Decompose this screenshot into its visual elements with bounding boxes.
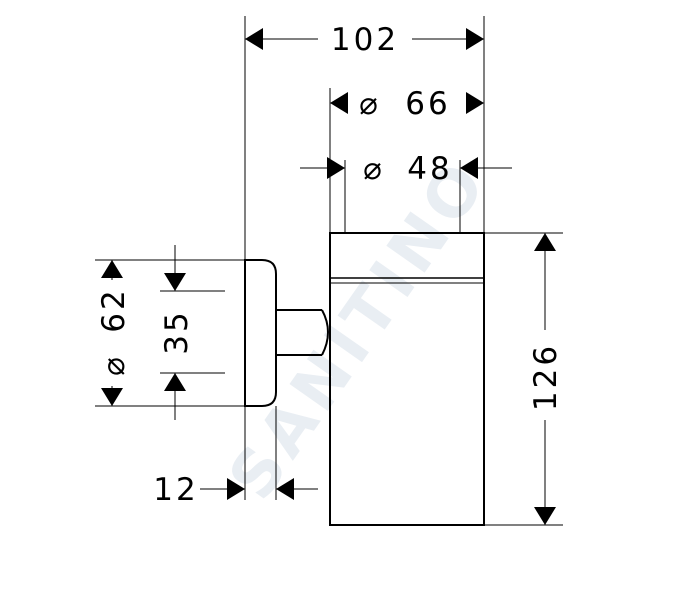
wall-plate — [244, 259, 277, 407]
dim-outer-diameter-label: 66 — [405, 86, 450, 122]
dim-height: 126 — [528, 233, 564, 525]
dim-plate-center: 35 — [159, 245, 195, 420]
dim-plate-depth-label: 12 — [153, 472, 198, 508]
dim-total-width: 102 — [245, 22, 484, 58]
holder-body — [329, 232, 485, 526]
dim-height-label: 126 — [528, 343, 564, 411]
dim-plate-depth: 12 — [153, 472, 318, 508]
dim-inner-diameter: ⌀ 48 — [300, 151, 512, 187]
cup-outline — [329, 232, 485, 526]
dim-outer-diameter: ⌀ 66 — [330, 86, 484, 122]
dim-plate-diameter: 62 ⌀ — [96, 260, 132, 406]
dim-plate-center-label: 35 — [159, 309, 195, 354]
dim-inner-diameter-label: 48 — [407, 151, 452, 187]
diameter-symbol-66: ⌀ — [359, 86, 381, 122]
dim-plate-diameter-label: 62 — [96, 287, 132, 332]
diameter-symbol-62: ⌀ — [96, 354, 132, 376]
extension-lines — [95, 16, 563, 526]
holder-arm — [276, 309, 329, 356]
diameter-symbol-48: ⌀ — [363, 151, 385, 187]
dim-total-width-label: 102 — [331, 22, 399, 58]
